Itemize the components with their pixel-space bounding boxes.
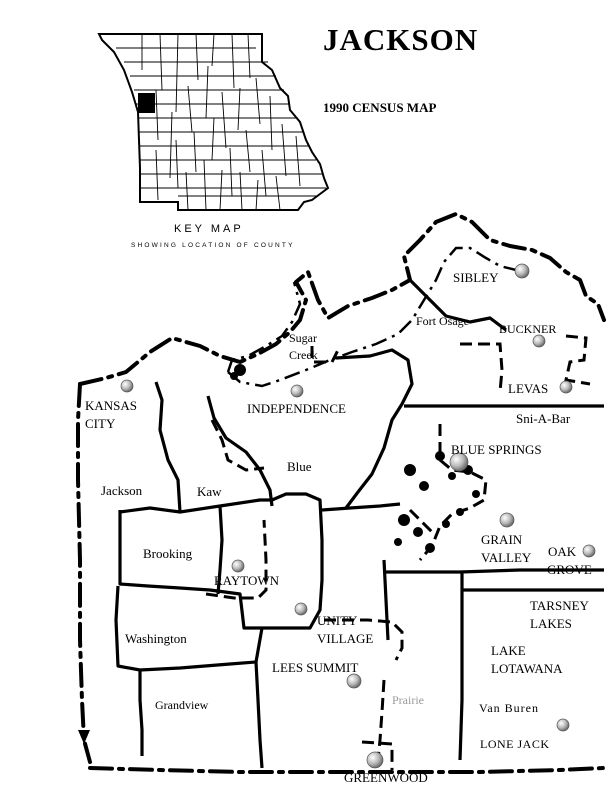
sugar-creek-limit [310, 346, 340, 364]
boundary-kaw-blue [154, 381, 182, 513]
jackson-county-highlight [138, 93, 155, 113]
township-boundaries [114, 278, 604, 769]
boundary-ind-ftosage [335, 348, 414, 509]
township-fort-osage: Fort Osage [416, 314, 469, 328]
boundary-grandview [138, 670, 144, 756]
place-independence: INDEPENDENCE [247, 401, 346, 416]
key-map-title: KEY MAP [174, 223, 244, 235]
boundary-arrow [78, 730, 90, 744]
levasy-limit [564, 334, 591, 386]
place-raytown: RAYTOWN [214, 573, 280, 588]
marker-raytown [231, 559, 245, 573]
boundary-jackson-south [119, 498, 272, 514]
place-kansas-city-line1: KANSAS [85, 398, 138, 413]
place-levasy: LEVAS [508, 381, 549, 396]
marker-oak-grove [582, 544, 596, 558]
marker-grain-valley [499, 512, 515, 528]
place-sibley: SIBLEY [453, 270, 499, 285]
ftosage-east-limit [460, 342, 504, 393]
marker-sibley [514, 263, 530, 279]
township-sni-a-bar: Sni-A-Bar [516, 411, 571, 426]
place-unity-village-line2: VILLAGE [317, 631, 374, 646]
missouri-river [226, 246, 531, 388]
county-boundary [76, 212, 606, 774]
township-washington: Washington [125, 631, 187, 646]
place-tarsney-lakes-line1: TARSNEY [530, 598, 589, 613]
boundary-ftosage-east [408, 278, 507, 332]
place-unity-village-line1: UNITY [317, 613, 358, 628]
greenwood-limit [361, 740, 394, 770]
marker-levasy [559, 380, 573, 394]
place-lake-lotawana-line1: LAKE [491, 643, 526, 658]
prairie-center [376, 679, 386, 761]
grain-valley-limit [408, 508, 436, 536]
city-limits [205, 334, 591, 770]
boundary-blue-south [321, 502, 401, 512]
place-sugar-creek-line2: Creek [289, 348, 318, 362]
township-prairie: Prairie [392, 693, 424, 707]
township-brooking: Brooking [143, 546, 193, 561]
marker-buckner [532, 334, 546, 348]
place-greenwood: GREENWOOD [344, 770, 428, 785]
boundary-raytown [216, 505, 224, 595]
township-jackson: Jackson [101, 483, 143, 498]
marker-greenwood [366, 751, 384, 769]
boundary-washington [114, 585, 264, 672]
key-map-caption: SHOWING LOCATION OF COUNTY [131, 242, 295, 249]
township-grandview: Grandview [155, 698, 209, 712]
boundary-sniabar-south [384, 568, 604, 574]
place-grain-valley-line2: VALLEY [481, 550, 532, 565]
blue-springs-limit [418, 424, 488, 561]
marker-unity-village [294, 602, 308, 616]
marker-blue-springs [449, 452, 469, 472]
unity-village-limit [324, 618, 404, 661]
boundary-central [262, 492, 324, 630]
raytown-limit [205, 519, 268, 600]
place-oak-grove-line2: GROVE [547, 562, 592, 577]
boundary-blue-east [206, 395, 274, 507]
key-map-missouri [97, 33, 330, 211]
place-kansas-city-line2: CITY [85, 416, 116, 431]
key-map-grid [116, 33, 326, 211]
marker-kansas-city [120, 379, 134, 393]
place-lees-summit: LEES SUMMIT [272, 660, 359, 675]
map-subtitle: 1990 CENSUS MAP [323, 100, 437, 115]
blue-springs-blobs [230, 364, 480, 553]
independence-limit [210, 419, 265, 472]
missouri-outline [97, 33, 330, 211]
place-markers [120, 263, 596, 769]
marker-independence [290, 384, 304, 398]
place-tarsney-lakes-line2: LAKES [530, 616, 572, 631]
place-oak-grove-line1: OAK [548, 544, 577, 559]
place-sugar-creek-line1: Sugar [289, 331, 317, 345]
place-grain-valley-line1: GRAIN [481, 532, 523, 547]
boundary-vanburen-west [458, 572, 464, 761]
boundary-brooking [118, 510, 262, 630]
boundary-lees-west [254, 661, 264, 769]
marker-lone-jack [556, 718, 570, 732]
township-kaw: Kaw [197, 484, 222, 499]
map-title: JACKSON [323, 22, 479, 57]
township-blue: Blue [287, 459, 312, 474]
township-van-buren: Van Buren [479, 701, 539, 715]
place-lake-lotawana-line2: LOTAWANA [491, 661, 563, 676]
place-blue-springs: BLUE SPRINGS [451, 442, 542, 457]
place-lone-jack: LONE JACK [480, 737, 550, 751]
marker-lees-summit [346, 673, 362, 689]
place-buckner: BUCKNER [499, 322, 557, 336]
